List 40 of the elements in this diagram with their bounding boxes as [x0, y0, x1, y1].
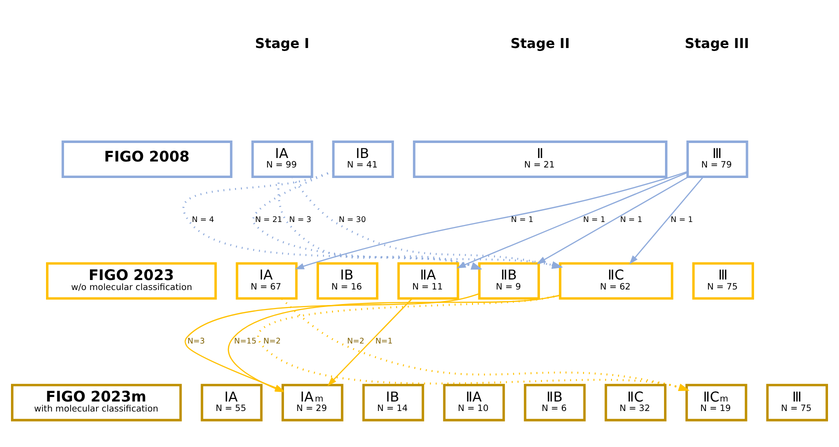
node-box: ⅠA N = 55 [200, 383, 263, 421]
label: Stage II [510, 36, 570, 52]
edge-label: N=3 [188, 336, 205, 346]
node-box: FIGO 2023 w/o molecular classification [46, 262, 217, 300]
edge-label: N = 1 [620, 214, 642, 224]
edge-label: N = 1 [670, 214, 693, 224]
edge-label: N = 30 [338, 214, 366, 224]
edge-label: N=2 [263, 336, 281, 346]
edge-label: N = 1 [583, 214, 606, 224]
node-box: ⅡB N = 9 [478, 262, 540, 300]
node-box: ⅡB N = 6 [524, 383, 586, 421]
node-box: FIGO 2023m with molecular classification [10, 383, 182, 421]
node-box: FIGO 2008 [62, 140, 232, 178]
node-box: ⅠB N = 16 [316, 262, 378, 300]
edge-label: N = 1 [511, 214, 534, 224]
edge-label: N = 4 [192, 214, 214, 224]
label: Stage I [255, 36, 310, 52]
node-box: ⅡA N = 10 [443, 383, 505, 421]
node-box: Ⅲ N = 75 [692, 262, 754, 300]
edge-label: N=1 [375, 336, 393, 346]
edge-label: N=15 [234, 336, 256, 346]
node-box: ⅠAm N = 29 [282, 383, 344, 421]
node-box: ⅠA N = 67 [236, 262, 298, 300]
node-box: ⅡA N = 11 [397, 262, 460, 300]
label: Stage III [684, 36, 750, 52]
node-box: Ⅱ N = 21 [412, 140, 668, 178]
edge-label: N = 21 [255, 214, 282, 224]
node-box: ⅡCm N = 19 [685, 383, 748, 421]
node-box: ⅠB N = 41 [332, 140, 394, 178]
arrow [629, 176, 704, 264]
edge-label: N = 3 [289, 214, 312, 224]
node-box: ⅡC N = 32 [604, 383, 666, 421]
node-box: Ⅲ N = 75 [766, 383, 828, 421]
arrow [536, 176, 689, 264]
node-box: Ⅲ N = 79 [686, 140, 748, 178]
node-box: ⅠB N = 14 [362, 383, 424, 421]
edge-label: N=2 [347, 336, 364, 346]
node-box: ⅠA N = 99 [251, 140, 314, 178]
node-box: ⅡC N = 62 [558, 262, 674, 300]
arrow [328, 298, 413, 386]
